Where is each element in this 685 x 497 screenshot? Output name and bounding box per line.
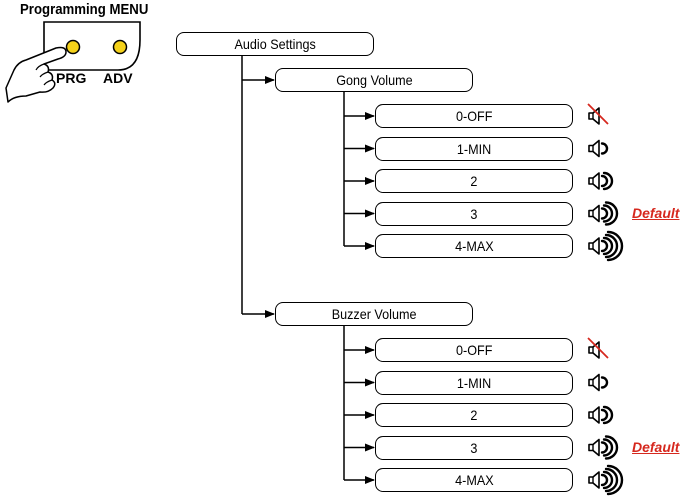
option-label: 3 <box>470 205 478 222</box>
option-node[interactable]: 1-MIN <box>375 136 573 161</box>
programming-panel: PRG ADV <box>5 21 141 103</box>
default-label: Default <box>632 204 680 221</box>
speaker-level-2-icon <box>588 405 614 425</box>
speaker-level-2-icon <box>588 171 614 191</box>
menu-title: Programming MENU <box>20 1 149 18</box>
speaker-level-3-icon <box>588 435 619 460</box>
option-node[interactable]: 3 <box>375 435 573 460</box>
speaker-muted-icon <box>587 337 609 359</box>
section-label: Buzzer Volume <box>331 306 417 322</box>
option-label: 3 <box>470 439 478 456</box>
option-label: 4-MAX <box>454 238 494 254</box>
pointing-hand-icon <box>5 46 67 103</box>
section-node-gong-volume[interactable]: Gong Volume <box>275 68 473 92</box>
option-node[interactable]: 1-MIN <box>375 370 573 395</box>
prg-button-led[interactable] <box>65 39 81 55</box>
speaker-level-4-icon <box>588 464 624 496</box>
section-label: Gong Volume <box>335 72 413 88</box>
speaker-level-1-icon <box>588 373 609 392</box>
option-label: 0-OFF <box>455 342 493 358</box>
audio-settings-node[interactable]: Audio Settings <box>176 32 374 56</box>
speaker-level-4-icon <box>588 230 624 262</box>
option-node[interactable]: 4-MAX <box>375 234 573 258</box>
option-label: 2 <box>470 173 478 189</box>
default-label: Default <box>632 438 680 455</box>
audio-settings-label: Audio Settings <box>234 36 316 52</box>
adv-button-led[interactable] <box>112 39 128 55</box>
prg-button-label: PRG <box>56 70 86 86</box>
section-node-buzzer-volume[interactable]: Buzzer Volume <box>275 302 473 326</box>
option-label: 4-MAX <box>454 472 494 488</box>
option-node[interactable]: 4-MAX <box>375 468 573 492</box>
option-node[interactable]: 2 <box>375 403 573 427</box>
option-node[interactable]: 0-OFF <box>375 338 573 362</box>
option-label: 0-OFF <box>455 108 493 124</box>
option-node[interactable]: 3 <box>375 201 573 226</box>
speaker-muted-icon <box>587 103 609 125</box>
option-node[interactable]: 2 <box>375 169 573 193</box>
option-label: 2 <box>470 407 478 423</box>
option-label: 1-MIN <box>456 374 492 391</box>
speaker-level-3-icon <box>588 201 619 226</box>
adv-button-label: ADV <box>103 70 133 86</box>
speaker-level-1-icon <box>588 139 609 158</box>
option-label: 1-MIN <box>456 140 492 157</box>
option-node[interactable]: 0-OFF <box>375 104 573 128</box>
